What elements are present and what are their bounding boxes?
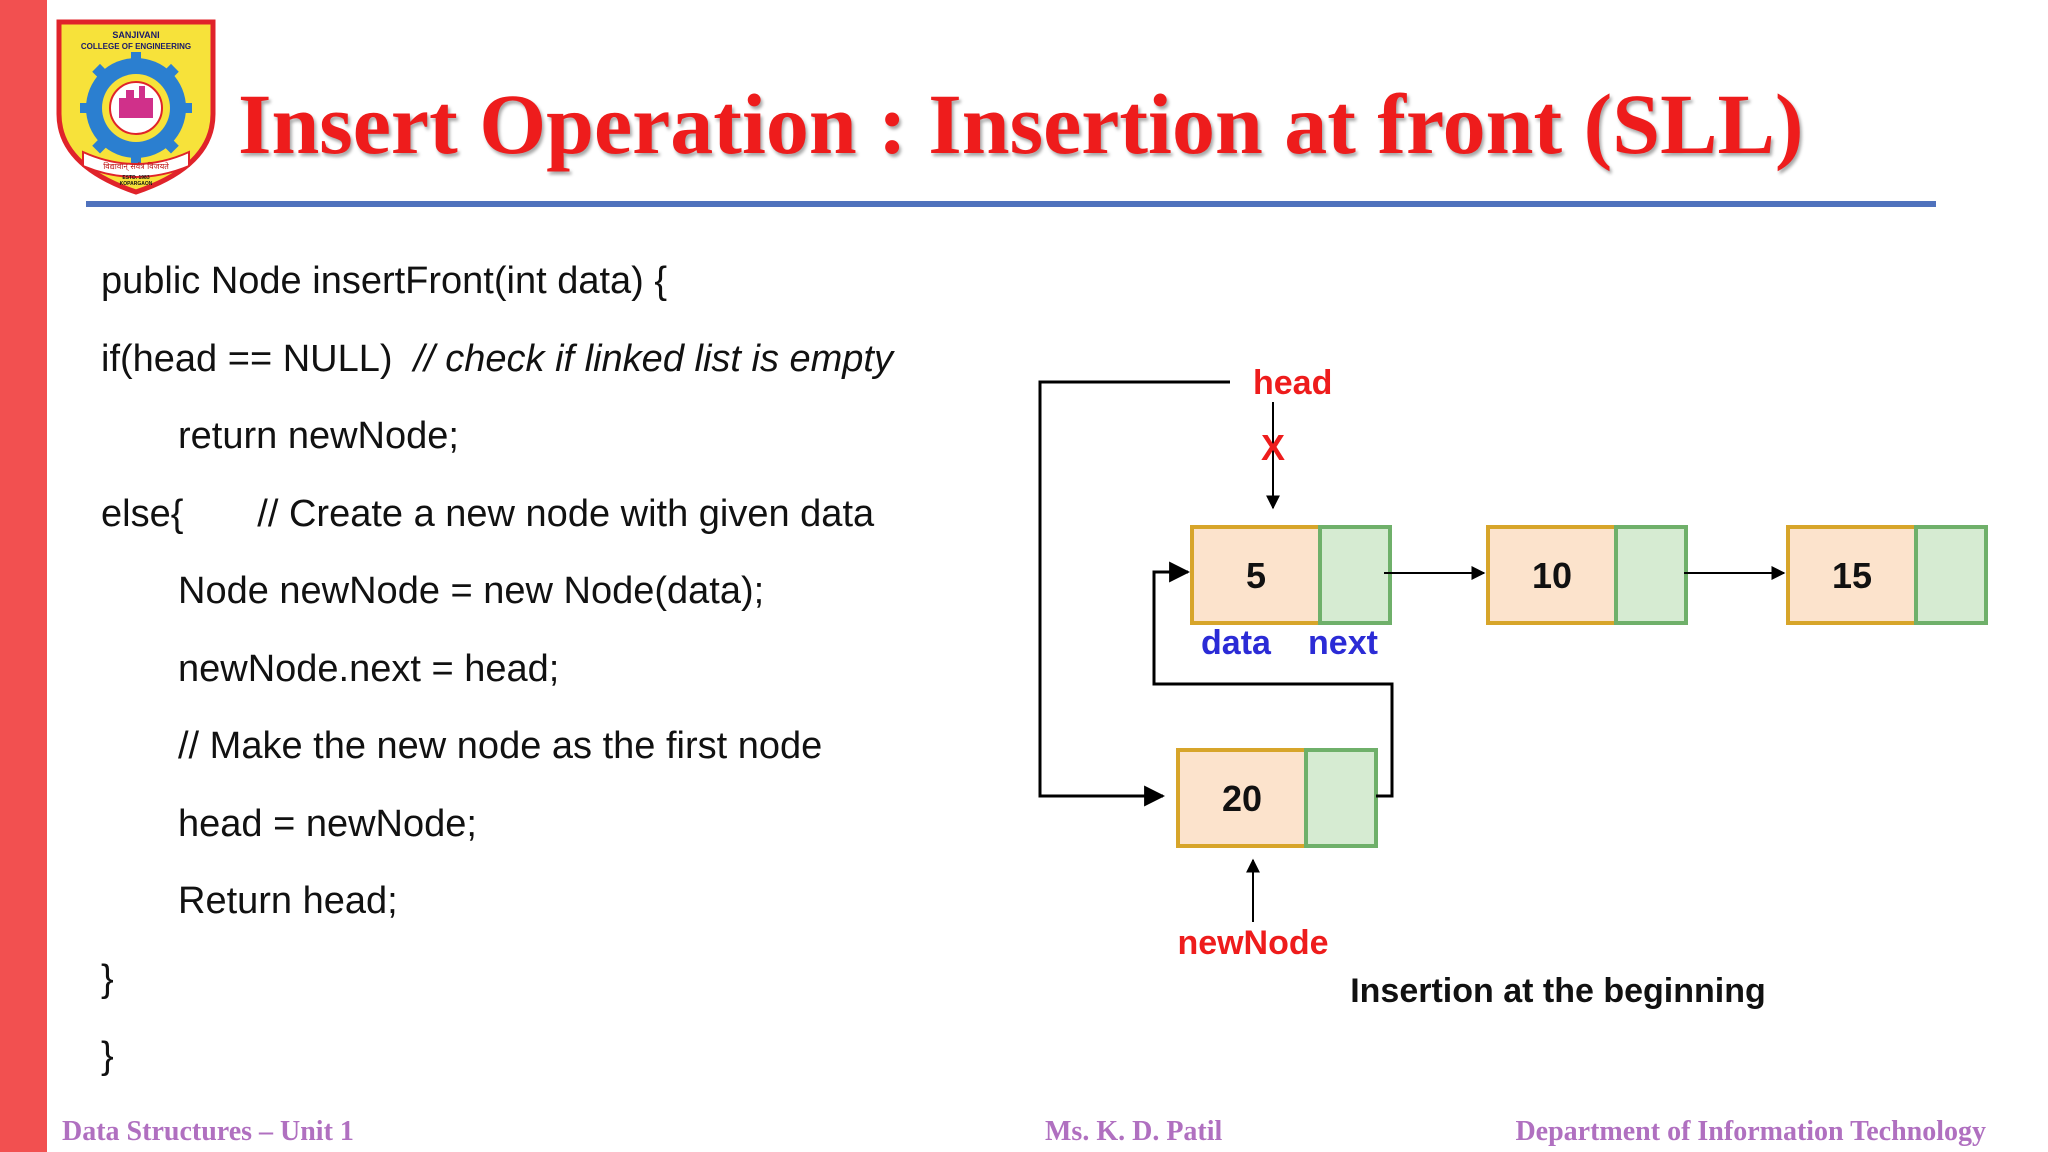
node-next-cell bbox=[1318, 525, 1392, 625]
code-text: } bbox=[101, 957, 114, 1000]
node-next-cell bbox=[1304, 748, 1378, 848]
code-line: head = newNode; bbox=[101, 795, 961, 873]
cross-mark: X bbox=[1261, 427, 1285, 468]
accent-bar bbox=[0, 0, 47, 1152]
node-next-cell bbox=[1914, 525, 1988, 625]
node-data-cell bbox=[1486, 525, 1618, 625]
code-line: } bbox=[101, 950, 961, 1028]
newnode-next-arrow bbox=[1152, 561, 1394, 798]
node-value: 5 bbox=[1246, 555, 1266, 596]
college-logo: SANJIVANI COLLEGE OF ENGINEERING विद्याव… bbox=[56, 19, 216, 195]
code-line: // Make the new node as the first node bbox=[101, 717, 961, 795]
code-text: } bbox=[101, 1035, 114, 1077]
logo-estd: ESTD. 1983 bbox=[122, 175, 149, 181]
code-line: Node newNode = new Node(data); bbox=[101, 562, 961, 640]
building-icon bbox=[119, 86, 153, 118]
node-value: 10 bbox=[1532, 555, 1572, 596]
list-node: 10 bbox=[1486, 525, 1688, 625]
node-next-cell bbox=[1614, 525, 1688, 625]
data-field-label: data bbox=[1201, 624, 1272, 662]
code-line: return newNode; bbox=[101, 407, 961, 485]
linked-list-diagram: head X 5 data next 10 15 20 newNode Inse… bbox=[1038, 364, 1988, 1010]
code-comment: // check if linked list is empty bbox=[413, 337, 893, 380]
title-underline bbox=[86, 201, 1936, 207]
next-field-label: next bbox=[1308, 624, 1378, 662]
logo-motto: विद्यावान् सर्वत्र विजयते bbox=[103, 161, 169, 172]
code-line: else{ // Create a new node with given da… bbox=[101, 485, 961, 563]
code-text: newNode.next = head; bbox=[178, 647, 560, 690]
node-value: 20 bbox=[1222, 778, 1262, 819]
code-text: else{ // Create a new node with given da… bbox=[101, 492, 875, 535]
footer-author: Ms. K. D. Patil bbox=[1045, 1116, 1223, 1147]
code-text: if(head == NULL) bbox=[101, 337, 414, 380]
code-line: Return head; bbox=[101, 872, 961, 950]
logo-place: KOPARGAON bbox=[120, 181, 153, 187]
head-to-newnode-arrow bbox=[1038, 380, 1230, 807]
footer-course: Data Structures – Unit 1 bbox=[62, 1116, 354, 1147]
code-line: if(head == NULL) // check if linked list… bbox=[101, 330, 961, 408]
code-line: } bbox=[101, 1027, 961, 1105]
code-text: return newNode; bbox=[178, 415, 459, 457]
slide-title: Insert Operation : Insertion at front (S… bbox=[238, 76, 1804, 172]
logo-top-text: SANJIVANI bbox=[112, 30, 159, 40]
newnode-label: newNode bbox=[1177, 924, 1328, 962]
code-text: // Make the new node as the first node bbox=[178, 725, 823, 767]
list-node: 5 bbox=[1190, 525, 1392, 625]
code-text: Node newNode = new Node(data); bbox=[178, 570, 765, 612]
code-text: head = newNode; bbox=[178, 802, 477, 845]
head-label: head bbox=[1253, 364, 1332, 402]
node-data-cell bbox=[1786, 525, 1918, 625]
code-text: Return head; bbox=[178, 880, 398, 922]
node-value: 15 bbox=[1832, 555, 1872, 596]
list-node: 15 bbox=[1786, 525, 1988, 625]
code-text: public Node insertFront(int data) { bbox=[101, 260, 668, 302]
code-block: public Node insertFront(int data) { if(h… bbox=[101, 252, 961, 1105]
code-line: newNode.next = head; bbox=[101, 640, 961, 718]
diagram-caption: Insertion at the beginning bbox=[1350, 972, 1766, 1010]
new-node: 20 bbox=[1176, 748, 1378, 848]
footer-department: Department of Information Technology bbox=[1515, 1116, 1986, 1147]
logo-sub-text: COLLEGE OF ENGINEERING bbox=[81, 42, 191, 51]
code-line: public Node insertFront(int data) { bbox=[101, 252, 961, 330]
